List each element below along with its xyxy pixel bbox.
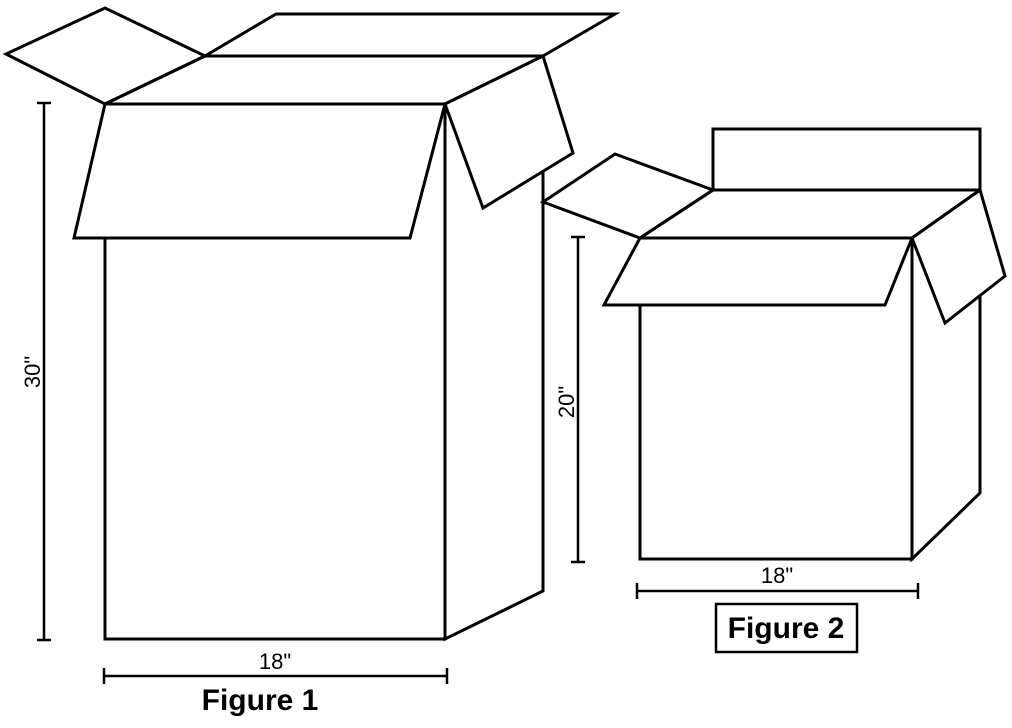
figure-2-right-flap <box>910 187 1007 326</box>
figure-2-back-flap <box>711 127 982 192</box>
figure-1-width-label: 18" <box>259 649 291 674</box>
figure-1-top-rim <box>104 54 543 106</box>
figure-2-front-flap <box>601 236 915 307</box>
figure-2-top-rim <box>639 188 980 240</box>
figure-2-height-dimension <box>571 235 585 564</box>
figure-2-width-dimension <box>635 583 920 599</box>
figure-1-caption: Figure 1 <box>202 684 319 717</box>
figure-2-caption-frame <box>714 602 859 654</box>
figure-1-height-dimension <box>37 101 51 642</box>
figure-1-right-flap <box>443 53 575 211</box>
figure-1-left-flap <box>2 6 209 106</box>
figure-1-width-dimension <box>102 668 449 684</box>
figure-2-caption: Figure 2 <box>728 612 845 645</box>
figure-1-box <box>2 6 621 642</box>
figure-1-front-flap <box>72 102 447 240</box>
figure-2-width-label: 18" <box>761 563 793 588</box>
figure-2-left-flap <box>539 152 717 240</box>
figure-2-height-label: 20" <box>554 386 579 418</box>
figure-1-height-label: 30" <box>20 356 45 388</box>
figure-2-box <box>539 127 1007 563</box>
figure-1-back-flap <box>199 12 621 58</box>
